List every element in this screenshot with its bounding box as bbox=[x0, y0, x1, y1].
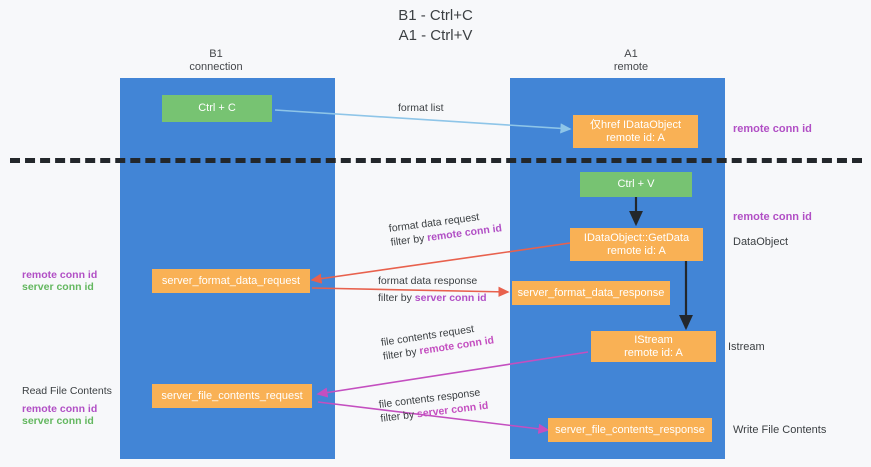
lane-header-b1-line1: B1 bbox=[209, 48, 223, 60]
annotation-right-remote-conn-id-top: remote conn id bbox=[733, 123, 812, 135]
edge-label-format-data-response-line1: format data response bbox=[378, 275, 478, 287]
annotation-left-server-conn-id-mid: server conn id bbox=[22, 281, 94, 293]
annotation-left-read-file-contents: Read File Contents bbox=[22, 385, 112, 397]
edge-label-format-list: format list bbox=[398, 102, 444, 114]
lane-header-a1-line2: remote bbox=[613, 61, 649, 73]
filter-by-prefix: filter by bbox=[378, 292, 415, 304]
annotation-right-dataobject: DataObject bbox=[733, 236, 789, 248]
node-idataobject-remote[interactable]: 仅href IDataObject remote id: A bbox=[573, 115, 698, 148]
node-server-file-contents-response[interactable]: server_file_contents_response bbox=[548, 418, 712, 442]
node-istream-line1: IStream bbox=[634, 333, 673, 346]
annotation-left-server-conn-id-low: server conn id bbox=[22, 415, 94, 427]
annotation-right-istream: Istream bbox=[728, 341, 765, 353]
filter-by-prefix: filter by bbox=[382, 345, 421, 363]
edge-label-file-contents-request: file contents request filter by remote c… bbox=[380, 319, 495, 363]
node-istream-line2: remote id: A bbox=[624, 346, 683, 359]
node-getdata[interactable]: IDataObject::GetData remote id: A bbox=[570, 228, 703, 261]
node-idataobject-line2: remote id: A bbox=[606, 131, 665, 144]
node-ctrl-c-label: Ctrl + C bbox=[198, 102, 236, 114]
node-idataobject-line1: 仅href IDataObject bbox=[589, 118, 682, 131]
node-server-format-data-response-label: server_format_data_response bbox=[517, 286, 665, 299]
lane-header-b1-line2: connection bbox=[189, 61, 243, 73]
edge-label-format-data-response: format data response filter by server co… bbox=[378, 274, 487, 305]
edge-label-format-data-request: format data request filter by remote con… bbox=[388, 207, 503, 249]
node-getdata-line1: IDataObject::GetData bbox=[583, 231, 690, 244]
node-server-format-data-request-label: server_format_data_request bbox=[161, 274, 301, 287]
node-getdata-line2: remote id: A bbox=[607, 244, 666, 257]
conn-id-key: server conn id bbox=[414, 292, 487, 304]
lane-header-a1: A1 remote bbox=[528, 48, 734, 74]
node-server-file-contents-request[interactable]: server_file_contents_request bbox=[152, 384, 312, 408]
edge-label-file-contents-response: file contents response filter by server … bbox=[378, 385, 489, 426]
annotation-right-write-file-contents: Write File Contents bbox=[733, 424, 827, 436]
edge-label-format-data-response-line2: filter by server conn id bbox=[378, 291, 487, 305]
node-ctrl-c[interactable]: Ctrl + C bbox=[162, 95, 272, 122]
lane-header-a1-line1: A1 bbox=[624, 48, 638, 60]
annotation-left-remote-conn-id-low: remote conn id bbox=[22, 403, 98, 415]
node-ctrl-v[interactable]: Ctrl + V bbox=[580, 172, 692, 197]
title-line-1: B1 - Ctrl+C bbox=[398, 7, 473, 24]
filter-by-prefix: filter by bbox=[379, 408, 418, 425]
annotation-left-remote-conn-id-mid: remote conn id bbox=[22, 269, 98, 281]
node-server-format-data-request[interactable]: server_format_data_request bbox=[152, 269, 310, 293]
filter-by-prefix: filter by bbox=[389, 232, 428, 249]
page-title: B1 - Ctrl+C A1 - Ctrl+V bbox=[0, 6, 871, 46]
title-line-2: A1 - Ctrl+V bbox=[398, 27, 473, 44]
lane-header-b1: B1 connection bbox=[134, 48, 298, 74]
node-server-file-contents-request-label: server_file_contents_request bbox=[161, 389, 303, 402]
node-ctrl-v-label: Ctrl + V bbox=[617, 178, 655, 190]
node-server-file-contents-response-label: server_file_contents_response bbox=[555, 423, 705, 436]
phase-divider bbox=[10, 158, 862, 163]
node-server-format-data-response[interactable]: server_format_data_response bbox=[512, 281, 670, 305]
node-istream[interactable]: IStream remote id: A bbox=[591, 331, 716, 362]
annotation-right-remote-conn-id-mid: remote conn id bbox=[733, 211, 812, 223]
